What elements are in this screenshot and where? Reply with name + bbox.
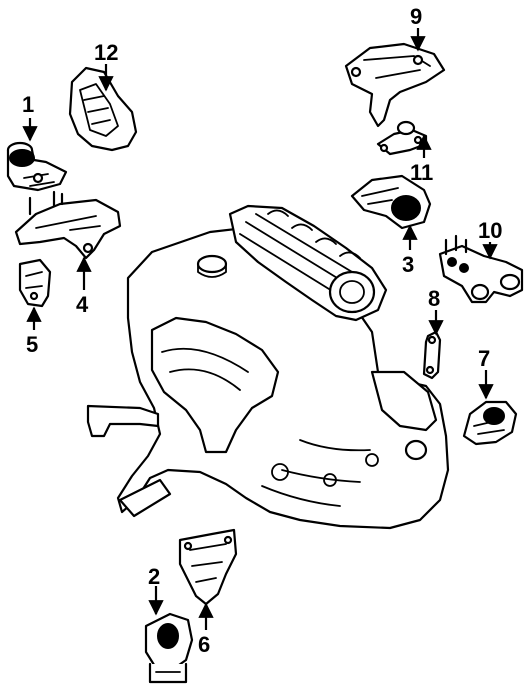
callout-3: 3 (402, 252, 414, 277)
part-6-bracket (178, 528, 238, 606)
part-2-engine-mount (144, 612, 194, 684)
callout-2: 2 (148, 564, 160, 589)
callout-labels: 1 2 3 4 5 6 7 8 9 10 11 12 (22, 4, 502, 657)
part-12-mount-bracket (68, 66, 138, 152)
part-5-small-bracket (18, 258, 52, 308)
part-8-torque-rod (422, 330, 442, 380)
callout-12: 12 (94, 40, 118, 65)
callout-5: 5 (26, 332, 38, 357)
callout-1: 1 (22, 92, 34, 117)
callout-8: 8 (428, 286, 440, 311)
callout-9: 9 (410, 4, 422, 29)
callout-10: 10 (478, 218, 502, 243)
engine-assembly (86, 204, 450, 530)
part-11-link (376, 120, 428, 156)
part-7-engine-mount (462, 400, 518, 446)
leader-lines (22, 28, 498, 630)
callout-11: 11 (410, 160, 433, 185)
part-3-engine-mount (350, 174, 432, 230)
part-10-bracket (438, 234, 524, 304)
part-4-bracket (14, 190, 122, 260)
callout-6: 6 (198, 632, 210, 657)
callout-7: 7 (478, 346, 490, 371)
part-9-mount-bracket (344, 42, 446, 128)
callout-4: 4 (76, 292, 89, 317)
part-1-engine-mount (6, 141, 68, 192)
